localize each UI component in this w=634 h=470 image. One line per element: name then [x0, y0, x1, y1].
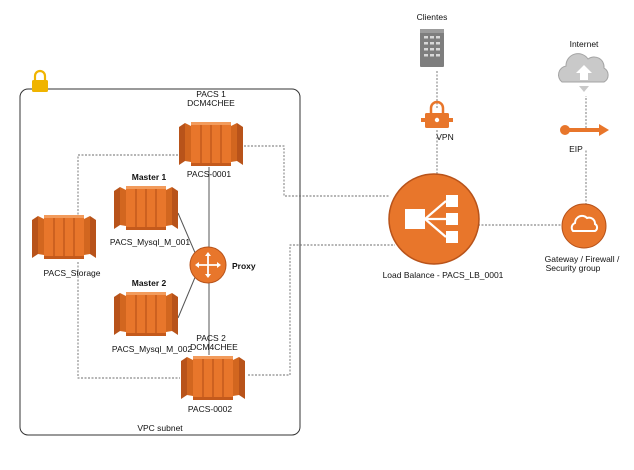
eip-node[interactable]: EIP	[560, 124, 609, 154]
storage-node[interactable]: PACS_Storage	[31, 214, 101, 278]
clientes-node[interactable]: Clientes	[417, 12, 448, 67]
proxy-router-icon	[189, 246, 227, 284]
master2-name: PACS_Mysql_M_002	[112, 344, 192, 354]
gateway-label-line2: Security group	[546, 263, 601, 273]
elastic-ip-icon	[560, 124, 609, 136]
lock-icon	[32, 69, 48, 92]
pacs1-name: PACS-0001	[187, 169, 232, 179]
vpc-subnet-label: VPC subnet	[137, 423, 183, 433]
master1-title: Master 1	[132, 172, 167, 182]
vpn-node[interactable]: VPN	[421, 100, 454, 142]
pacs1-subtitle: DCM4CHEE	[187, 98, 235, 108]
ec2-instance-icon	[178, 121, 244, 167]
proxy-label: Proxy	[232, 261, 256, 271]
load-balancer-icon	[388, 173, 480, 265]
ec2-instance-icon	[180, 355, 246, 401]
pacs1-title: PACS 1	[196, 89, 226, 99]
ec2-instance-icon	[113, 291, 179, 337]
vpc-subnet-boundary	[19, 88, 301, 436]
eip-label: EIP	[569, 144, 583, 154]
internet-gateway-icon	[561, 203, 607, 249]
vpn-label: VPN	[436, 132, 453, 142]
pacs2-node[interactable]: PACS 2 DCM4CHEE PACS-0002	[180, 333, 246, 414]
internet-node[interactable]: Internet	[558, 39, 609, 92]
storage-name: PACS_Storage	[43, 268, 100, 278]
pacs2-name: PACS-0002	[188, 404, 233, 414]
master2-title: Master 2	[132, 278, 167, 288]
pacs2-title: PACS 2	[196, 333, 226, 343]
gateway-node[interactable]: Gateway / Firewall / Security group	[545, 203, 620, 273]
load-balancer-node[interactable]: Load Balance - PACS_LB_0001	[383, 173, 504, 280]
master1-name: PACS_Mysql_M_001	[110, 237, 190, 247]
master1-node[interactable]: Master 1 PACS_Mysql_M_001	[110, 172, 190, 247]
pacs2-subtitle: DCM4CHEE	[190, 342, 238, 352]
gateway-label-line1: Gateway / Firewall /	[545, 254, 620, 264]
clientes-label: Clientes	[417, 12, 448, 22]
load-balancer-label: Load Balance - PACS_LB_0001	[383, 270, 504, 280]
client-server-icon	[420, 29, 444, 67]
ec2-instance-icon	[31, 214, 97, 260]
vpn-lock-icon	[421, 100, 453, 128]
internet-label: Internet	[570, 39, 599, 49]
ec2-instance-icon	[113, 185, 179, 231]
connectors	[77, 70, 587, 379]
master2-node[interactable]: Master 2 PACS_Mysql_M_002	[112, 278, 192, 354]
proxy-node[interactable]: Proxy	[189, 246, 256, 284]
cloud-icon	[558, 53, 609, 92]
pacs1-node[interactable]: PACS 1 DCM4CHEE PACS-0001	[178, 89, 244, 179]
